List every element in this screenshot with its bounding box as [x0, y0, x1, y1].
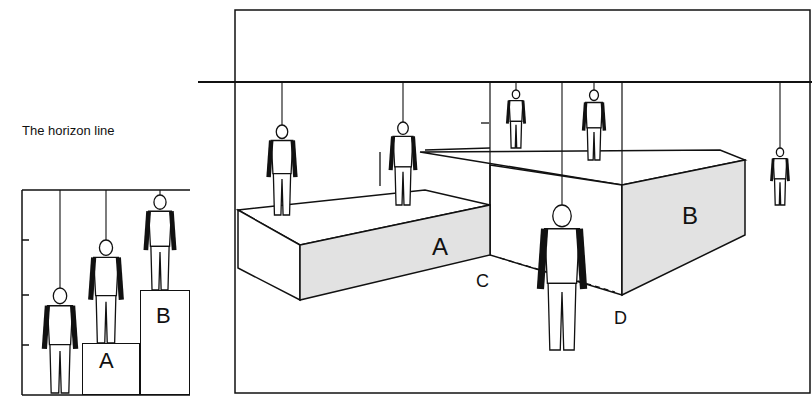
horizon-line	[198, 81, 812, 83]
box-side-face	[490, 165, 622, 295]
human-figure	[584, 82, 605, 160]
block-letter: B	[682, 204, 698, 228]
step-block: B	[140, 290, 190, 395]
block-letter: B	[156, 305, 171, 327]
shaded-face	[300, 205, 490, 300]
measure-tick	[22, 294, 29, 296]
block-letter: A	[432, 235, 448, 259]
guide-line	[425, 148, 490, 150]
human-figure	[507, 82, 524, 148]
measure-tick	[481, 122, 489, 123]
step-block: A	[82, 343, 140, 395]
box-side-face	[238, 210, 300, 300]
human-figure	[146, 190, 174, 290]
box-front-face: A	[300, 205, 490, 300]
human-figure	[391, 82, 416, 205]
measure-tick	[22, 239, 29, 241]
frame-edge	[21, 190, 23, 395]
human-figure	[540, 82, 583, 350]
block-letter: A	[99, 350, 114, 372]
shaded-face	[622, 160, 745, 295]
human-figure	[772, 82, 789, 205]
face-outline	[300, 205, 490, 300]
human-figure	[269, 82, 296, 215]
horizon-caption: The horizon line	[22, 124, 115, 137]
measure-tick	[22, 344, 29, 346]
corner-letter: C	[476, 272, 489, 290]
measure-tick	[379, 152, 380, 186]
human-figure	[44, 190, 75, 393]
box-front-face: B	[622, 158, 745, 295]
picture-frame	[235, 10, 810, 393]
corner-letter: D	[614, 309, 627, 327]
human-figure	[91, 190, 122, 343]
